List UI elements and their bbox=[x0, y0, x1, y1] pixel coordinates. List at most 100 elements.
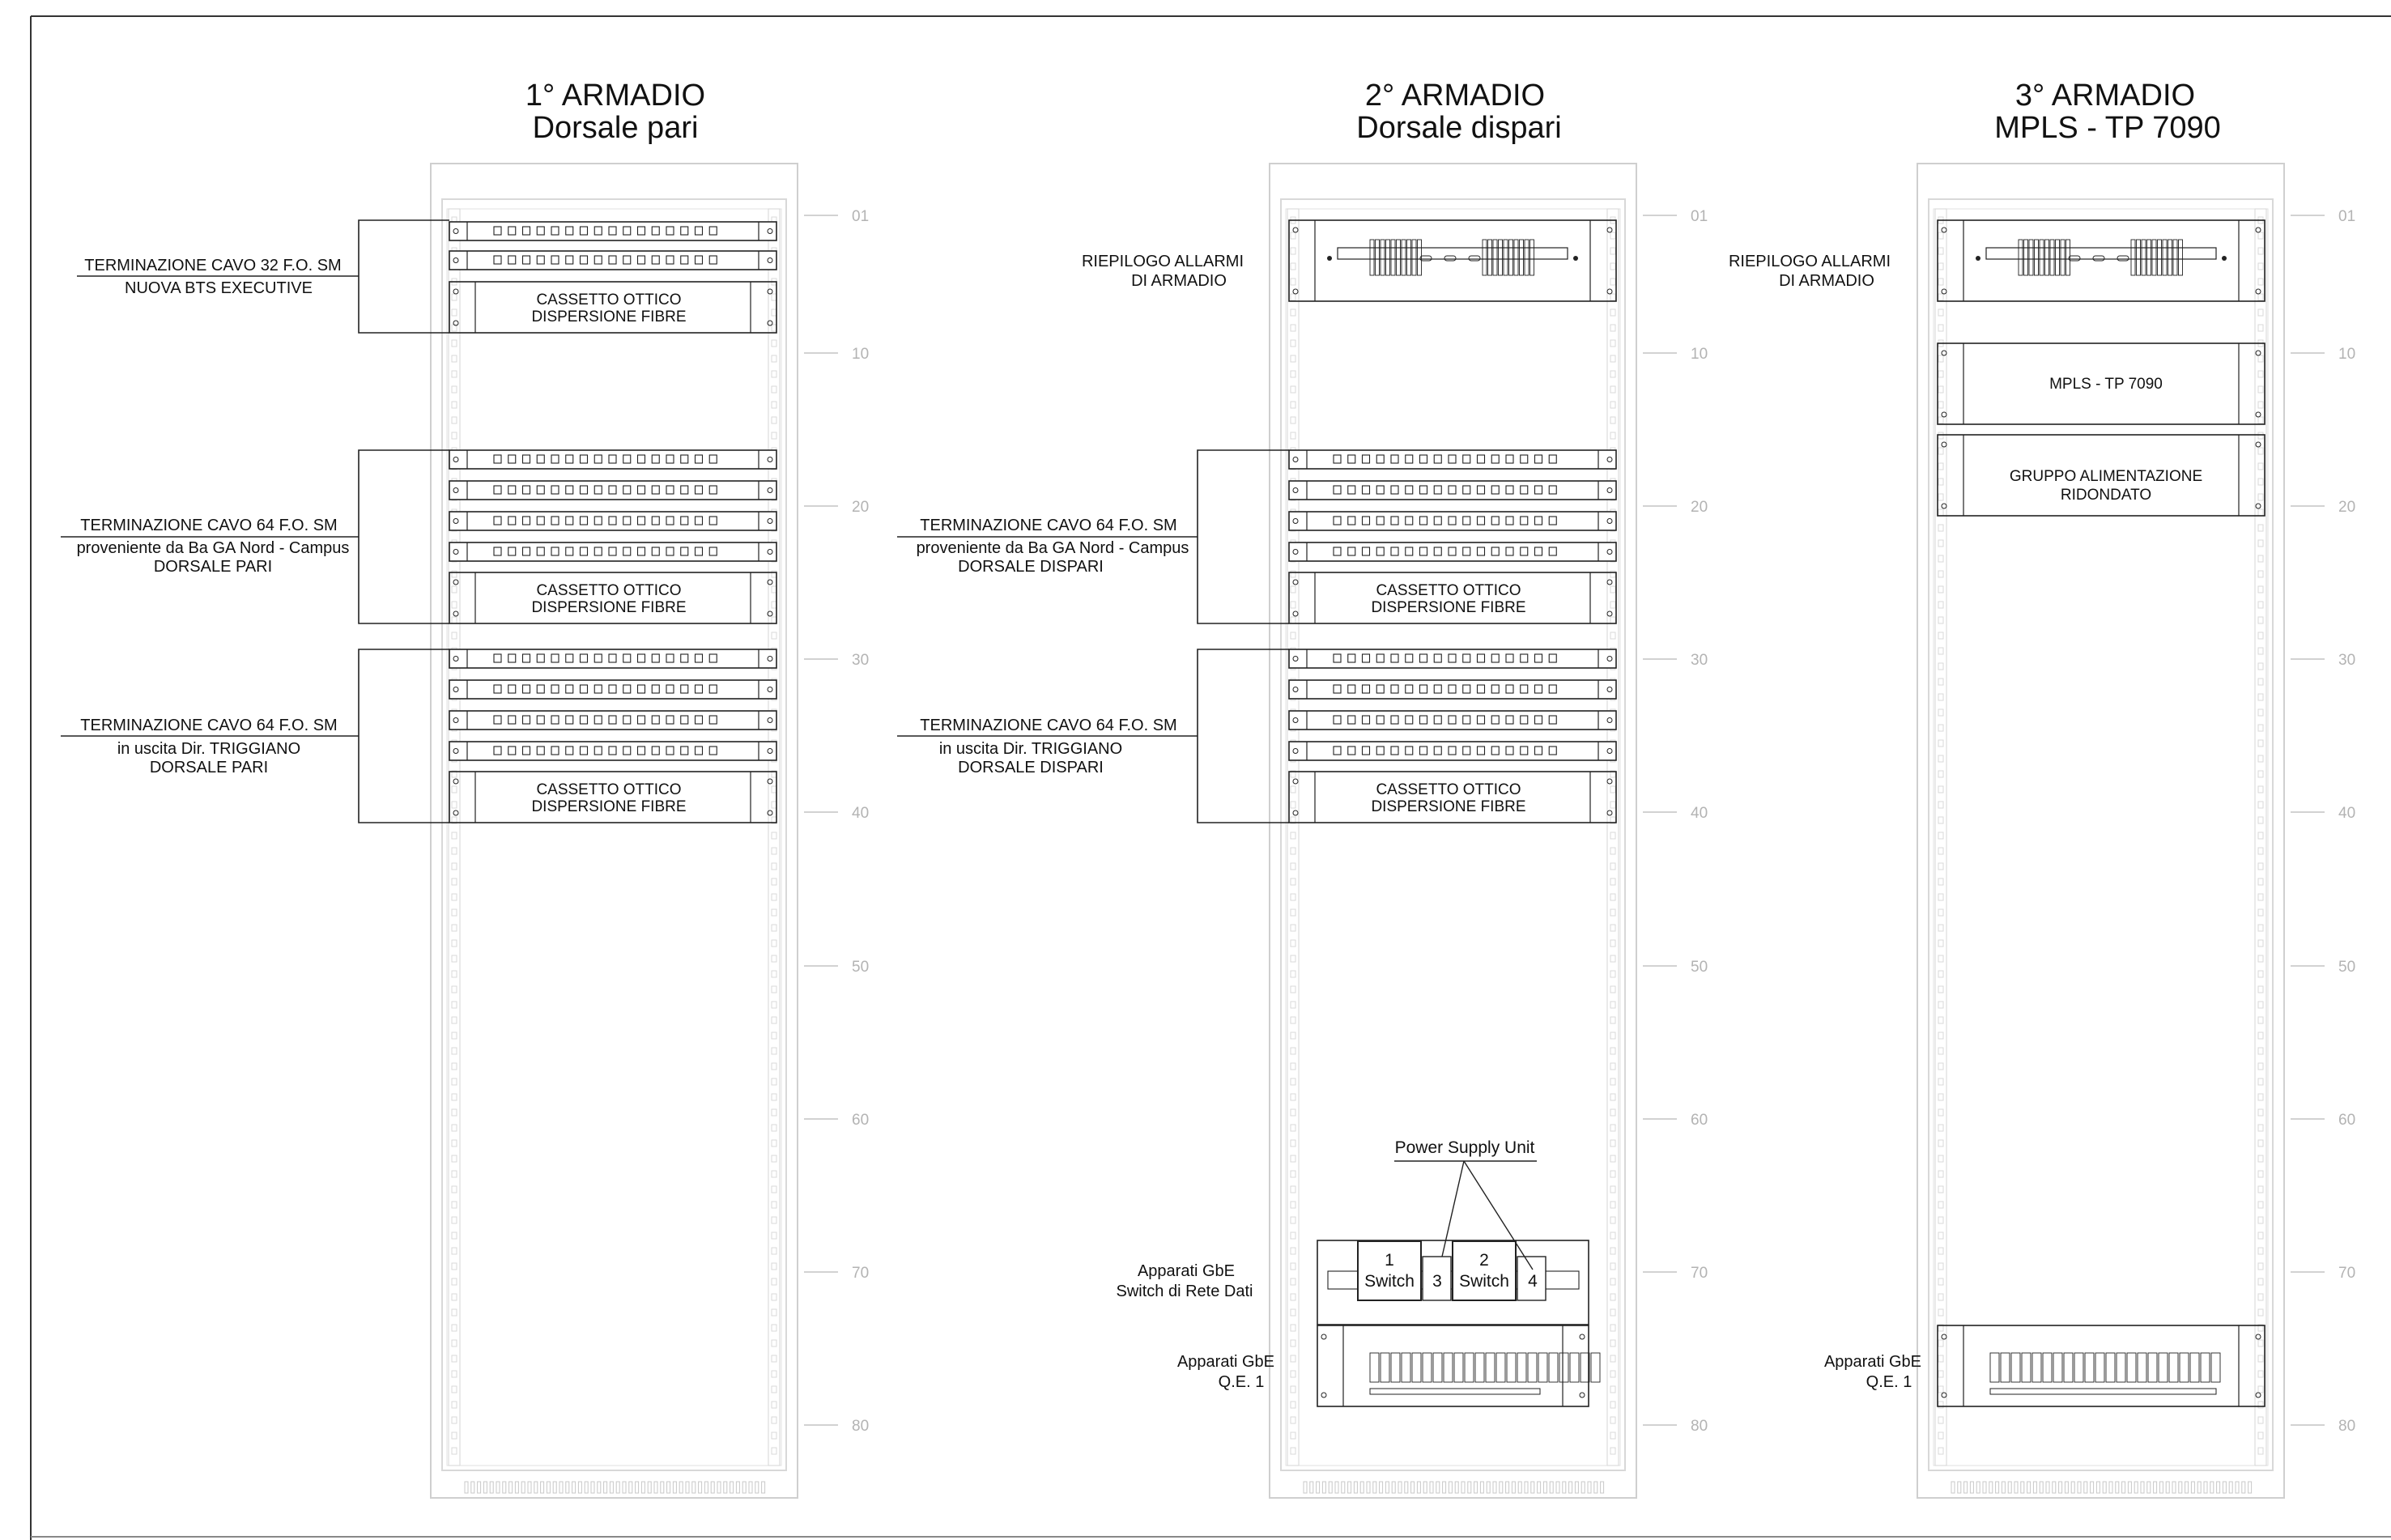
rail-hole bbox=[1290, 401, 1296, 409]
port bbox=[1376, 746, 1385, 755]
breaker bbox=[1506, 1352, 1517, 1383]
port bbox=[579, 226, 589, 236]
vent-slot bbox=[2235, 1481, 2240, 1494]
port bbox=[565, 226, 574, 236]
drawer-body bbox=[1288, 572, 1617, 624]
port bbox=[1548, 653, 1557, 663]
port bbox=[1405, 715, 1414, 725]
vent-slot bbox=[1328, 1481, 1333, 1494]
rail-hole bbox=[771, 955, 777, 963]
port bbox=[666, 715, 674, 725]
breaker bbox=[1380, 1352, 1390, 1383]
qe-rail bbox=[1989, 1388, 2217, 1395]
rail-hole bbox=[2257, 985, 2264, 993]
unit-label: 50 bbox=[1691, 959, 1708, 976]
port bbox=[1361, 653, 1371, 663]
rail-hole bbox=[451, 1078, 457, 1086]
rail-hole bbox=[1290, 908, 1296, 917]
fiber-drawer bbox=[1288, 572, 1617, 624]
rail-hole bbox=[1610, 1339, 1616, 1347]
terminal-block bbox=[2146, 239, 2151, 276]
port bbox=[508, 653, 517, 663]
vent-slot bbox=[1989, 1481, 1993, 1494]
vent-slot bbox=[502, 1481, 507, 1494]
panel-screw bbox=[1606, 518, 1613, 524]
rail-hole bbox=[451, 401, 457, 409]
vent-slot bbox=[1309, 1481, 1314, 1494]
port bbox=[1505, 547, 1514, 556]
rail-hole bbox=[1938, 862, 1944, 870]
rail-hole bbox=[1938, 570, 1944, 578]
alarm-screw bbox=[1941, 288, 1947, 295]
panel-screw bbox=[767, 549, 773, 555]
rail-hole bbox=[1290, 601, 1296, 609]
port bbox=[493, 226, 502, 236]
callout-detail: DORSALE DISPARI bbox=[958, 558, 1104, 576]
port bbox=[708, 454, 717, 464]
rail-hole bbox=[1938, 370, 1944, 378]
port bbox=[1491, 746, 1500, 755]
port bbox=[1462, 746, 1471, 755]
port bbox=[565, 454, 574, 464]
rail-hole bbox=[2257, 401, 2264, 409]
rail-hole bbox=[451, 893, 457, 901]
rail-hole bbox=[1610, 1078, 1616, 1086]
port bbox=[636, 255, 646, 265]
rail-hole bbox=[771, 401, 777, 409]
port bbox=[623, 255, 632, 265]
unit-label: 01 bbox=[852, 208, 869, 225]
breaker bbox=[1559, 1352, 1569, 1383]
rail-hole bbox=[1610, 278, 1616, 286]
port bbox=[1347, 454, 1356, 464]
patch-panel-body bbox=[449, 741, 777, 761]
rail-hole bbox=[1290, 985, 1296, 993]
port bbox=[680, 454, 689, 464]
port bbox=[1376, 547, 1385, 556]
port bbox=[508, 746, 517, 755]
port bbox=[536, 547, 545, 556]
patch-panel-body bbox=[1288, 679, 1617, 700]
port bbox=[708, 715, 717, 725]
unit-label: 70 bbox=[1691, 1265, 1708, 1282]
vent-slot bbox=[2134, 1481, 2138, 1494]
leader-bracket bbox=[358, 219, 449, 334]
port bbox=[1333, 653, 1342, 663]
rail-hole bbox=[2257, 862, 2264, 870]
rail-hole bbox=[2257, 908, 2264, 917]
vent-slot bbox=[540, 1481, 545, 1494]
terminal-block bbox=[2141, 239, 2146, 276]
rail-hole bbox=[771, 939, 777, 947]
patch-panel-body bbox=[449, 710, 777, 730]
rail-hole bbox=[1290, 1355, 1296, 1363]
rail-hole bbox=[1290, 1185, 1296, 1193]
callout-detail: proveniente da Ba GA Nord - Campus bbox=[917, 539, 1189, 557]
breaker bbox=[1422, 1352, 1432, 1383]
device-screw bbox=[1941, 411, 1947, 418]
rail-hole bbox=[1610, 308, 1616, 317]
port bbox=[593, 454, 602, 464]
vent-slot bbox=[704, 1481, 708, 1494]
port bbox=[623, 684, 632, 694]
vent-slot bbox=[1436, 1481, 1440, 1494]
port bbox=[1333, 485, 1342, 495]
power-group-label: GRUPPO ALIMENTAZIONE RIDONDATO bbox=[2010, 468, 2202, 504]
switch-label: Switch bbox=[1459, 1272, 1509, 1291]
callout-detail: proveniente da Ba GA Nord - Campus bbox=[77, 539, 350, 557]
vent-slot bbox=[1442, 1481, 1447, 1494]
rail-hole bbox=[1290, 1293, 1296, 1301]
rail-hole bbox=[1610, 1201, 1616, 1209]
vent-slot bbox=[1524, 1481, 1529, 1494]
port bbox=[1548, 746, 1557, 755]
rail-hole bbox=[1290, 1339, 1296, 1347]
drawer-screw bbox=[453, 810, 459, 816]
rail-hole bbox=[1938, 401, 1944, 409]
vent-slot bbox=[1542, 1481, 1547, 1494]
qe-screw bbox=[1321, 1392, 1327, 1398]
port bbox=[1333, 454, 1342, 464]
port bbox=[1520, 684, 1529, 694]
port bbox=[1361, 485, 1371, 495]
rail-hole bbox=[1938, 478, 1944, 486]
port bbox=[521, 653, 531, 663]
patch-panel-body bbox=[449, 542, 777, 562]
port bbox=[608, 255, 617, 265]
